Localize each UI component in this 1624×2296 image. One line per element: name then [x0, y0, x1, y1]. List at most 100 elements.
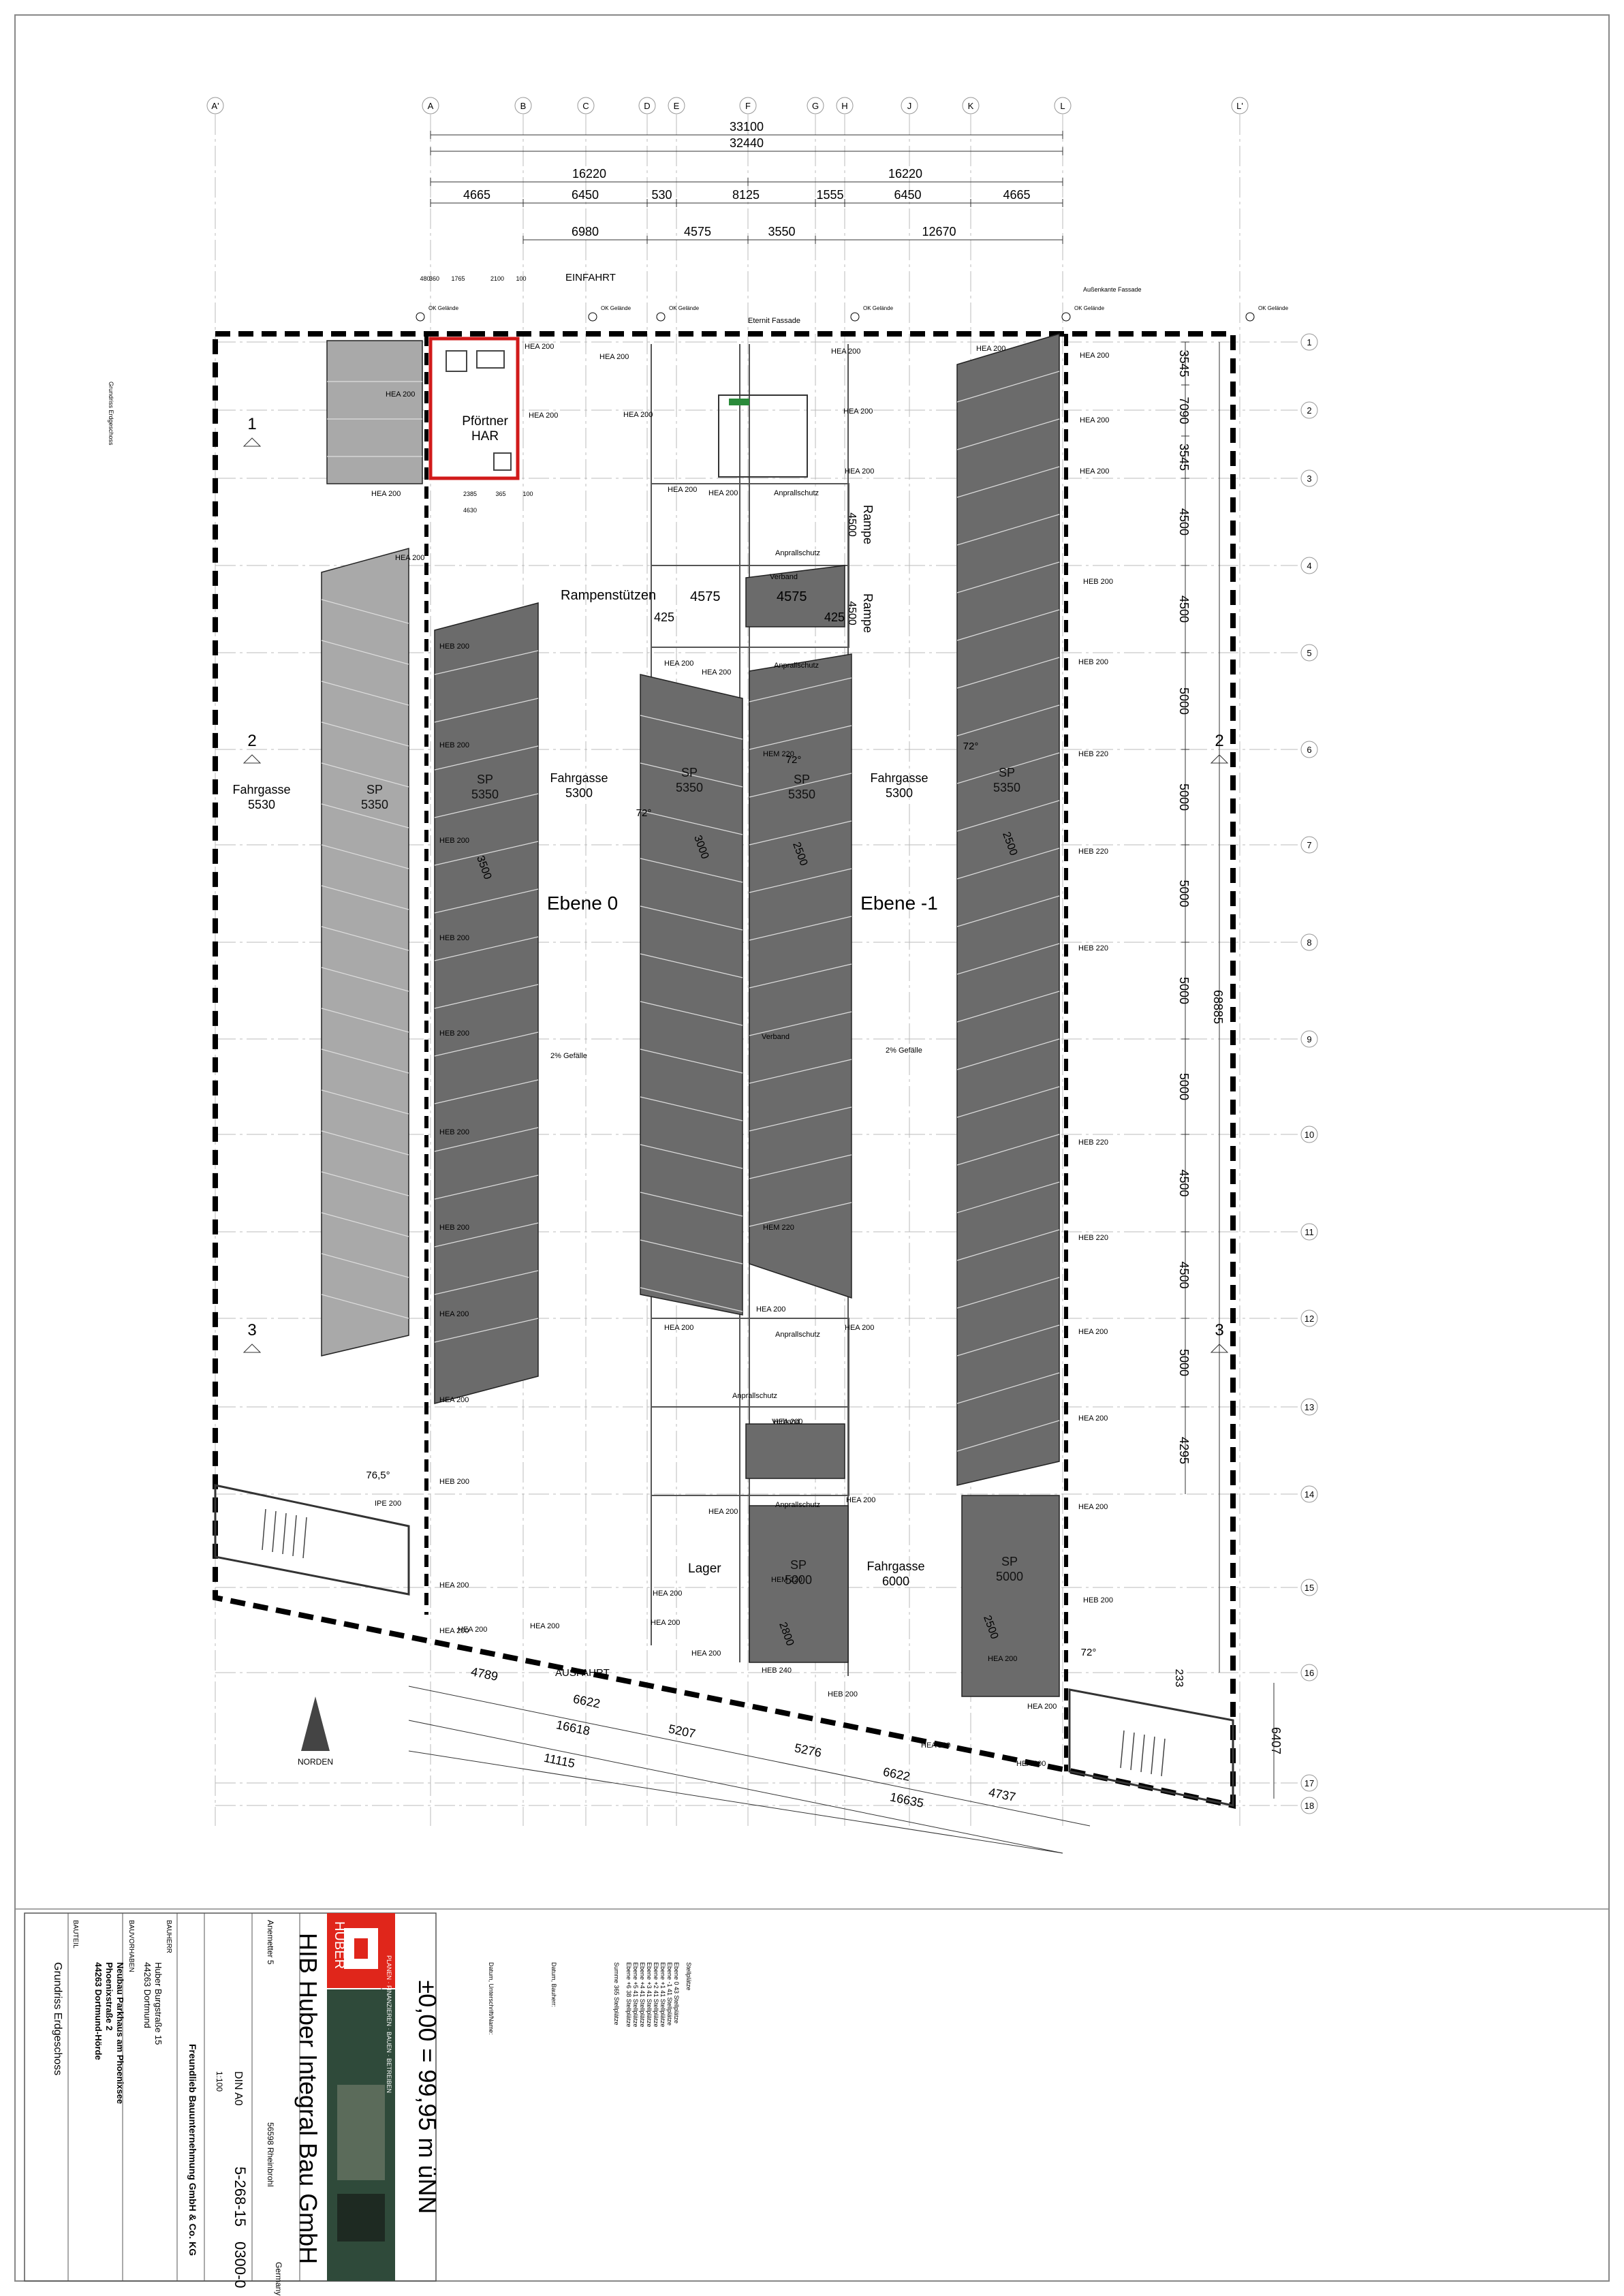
stall-line [640, 1144, 743, 1169]
profile-label: HEA 200 [921, 1741, 950, 1750]
fahrgasse-labels: Fahrgasse5530Fahrgasse5300Fahrgasse5300F… [232, 771, 928, 1588]
stall-line [749, 1202, 852, 1227]
anprallschutz-4: Anprallschutz [775, 1331, 820, 1339]
rampe-value: 4500 [846, 512, 858, 537]
dim-total: 68885 [1211, 990, 1225, 1024]
rampe-label: Rampe [861, 505, 875, 544]
stall-line [321, 1130, 409, 1155]
stall-line [434, 1031, 539, 1057]
elevator-green-mark [729, 399, 749, 405]
grid-col-bubble [668, 97, 685, 114]
stall-line [434, 1318, 539, 1343]
ok-gelaende-label: OK Gelände [669, 305, 700, 311]
grid-row-bubble [1300, 1774, 1318, 1792]
stellplaetze-row: Ebene +5 41 Stellplätze [632, 1962, 639, 2027]
stall-line [321, 640, 409, 665]
dim-value-sloped: 4737 [988, 1785, 1017, 1804]
gefaelle-left: 2% Gefälle [550, 1052, 587, 1060]
grid-row-label: 10 [1305, 1130, 1314, 1140]
stall-line [956, 1181, 1060, 1213]
profile-label: HEB 200 [439, 1478, 469, 1486]
stall-line [321, 1171, 409, 1196]
dim-value: 16220 [572, 167, 606, 181]
ebene1-label: Ebene -1 [860, 893, 938, 914]
dim-value-sloped: 5207 [668, 1722, 697, 1741]
grid-row-bubble [1300, 1030, 1318, 1048]
ausfahrt-label: AUSFAHRT [555, 1667, 610, 1679]
profile-label: HEA 200 [439, 1627, 469, 1635]
bauvorhaben-label: BAUVORHABEN [127, 1920, 135, 1972]
profile-label: HEB 200 [439, 741, 469, 749]
grid-col-label: A [428, 101, 434, 111]
grid-row-label: 18 [1305, 1801, 1314, 1811]
stellplaetze-row: Ebene -1 41 Stellplätze [666, 1962, 673, 2026]
datum-unterschrift: Datum, Unterschrift/Name: [488, 1962, 495, 2035]
grid-row-bubble [1300, 933, 1318, 951]
stall-line [749, 868, 852, 893]
ok-gelaende-label: OK Gelände [1258, 305, 1289, 311]
rampenstuetzen-label: Rampenstützen [561, 588, 656, 603]
auftrag-number: 5-268-15 [232, 2167, 249, 2227]
section-triangle-icon [243, 754, 262, 764]
profile-label: HEB 200 [1083, 578, 1113, 586]
profile-label: IPE 200 [375, 1500, 401, 1508]
stall-line [749, 1106, 852, 1132]
profile-label: HEA 200 [371, 490, 401, 498]
stall-line [956, 561, 1060, 593]
stall-line [956, 1229, 1060, 1261]
profile-label: HEA 200 [846, 1496, 875, 1504]
stair-tower-right [1068, 1688, 1234, 1807]
cabinet-icon [493, 452, 512, 471]
ok-gelaende-label: OK Gelände [863, 305, 894, 311]
sp-label: SP [790, 1558, 807, 1572]
stall-line [956, 1324, 1060, 1356]
grid-row-label: 2 [1307, 405, 1311, 416]
stall-line [956, 1372, 1060, 1404]
grid-row-bubble [1300, 644, 1318, 662]
stair-tower-left [214, 1484, 410, 1596]
grid-row-label: 15 [1305, 1583, 1314, 1593]
grid-col-label: F [745, 101, 751, 111]
ramp-4575-b: 4575 [777, 589, 807, 604]
profile-label: HEA 200 [395, 554, 424, 562]
dim-value: 5000 [1177, 1349, 1191, 1376]
fahrgasse-value: 6000 [882, 1574, 909, 1588]
dim-value: 4295 [1177, 1437, 1191, 1464]
parking-slab [434, 602, 539, 1404]
angle-label: 72° [963, 741, 979, 752]
anprallschutz-1: Anprallschutz [774, 489, 819, 497]
gefaelle-right: 2% Gefälle [886, 1046, 922, 1055]
profile-label: HEA 200 [708, 489, 738, 497]
stall-line [956, 895, 1060, 927]
grid-col-label: J [907, 101, 912, 111]
profile-label: HEA 200 [530, 1622, 559, 1630]
stall-line [434, 1222, 539, 1247]
profile-label: HEA 200 [458, 1626, 487, 1634]
stall-line [321, 1294, 409, 1319]
parking-slab [640, 674, 743, 1316]
sp-value: 5350 [993, 781, 1020, 794]
stair-steps-left [262, 1508, 307, 1559]
angle-label: 72° [786, 754, 802, 766]
dim-value: 6980 [572, 225, 599, 238]
stall-line [956, 752, 1060, 784]
profile-label: HEB 220 [1078, 944, 1108, 952]
stall-line [434, 793, 539, 818]
dim-value: 4500 [1177, 1169, 1191, 1196]
grid-row-label: 11 [1305, 1227, 1314, 1237]
ok-gelaende-label: OK Gelände [1074, 305, 1105, 311]
profile-label: HEA 200 [1080, 467, 1109, 476]
grid-col-bubble [901, 97, 918, 114]
stall-line [321, 762, 409, 788]
profile-label: HEA 200 [691, 1649, 721, 1658]
dim-value: 4500 [1177, 508, 1191, 536]
parking-slab [321, 548, 409, 1356]
grid-col-bubble [1231, 97, 1249, 114]
stall-line [434, 1270, 539, 1295]
grid-row-label: 7 [1307, 840, 1311, 850]
grid-row-bubble [1300, 557, 1318, 574]
small-dim: 1765 [451, 275, 465, 282]
profile-label: HEB 200 [439, 1128, 469, 1136]
